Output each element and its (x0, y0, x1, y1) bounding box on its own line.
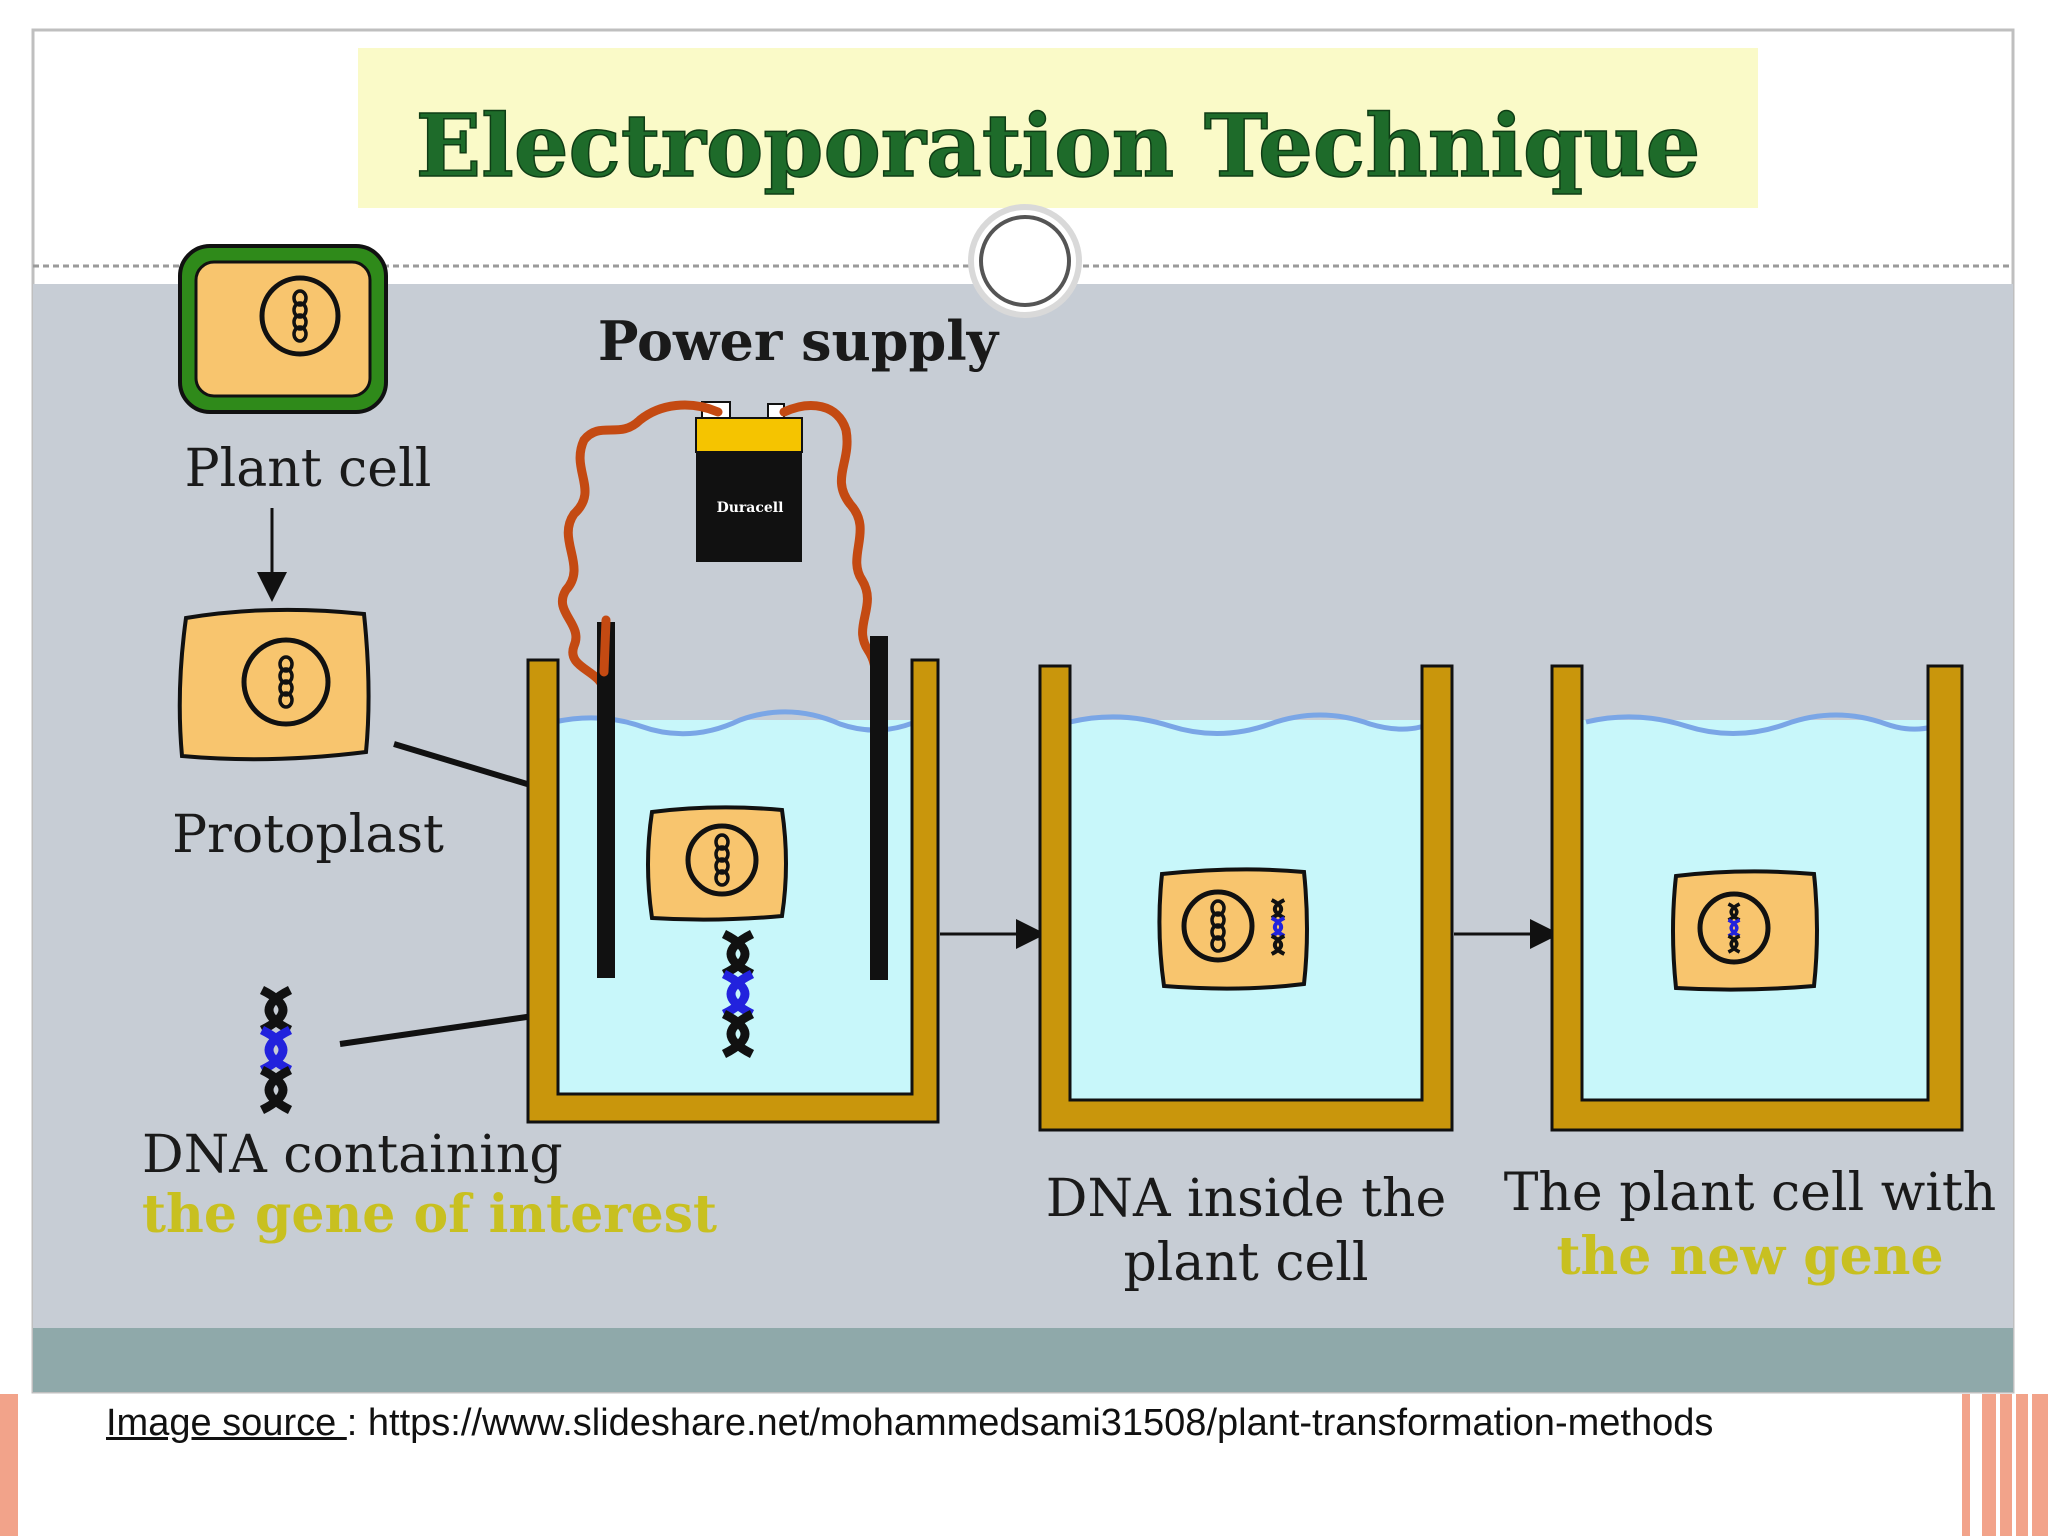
power-supply-label: Power supply (598, 309, 1000, 373)
title-background (358, 48, 1758, 208)
footer-left-accent (0, 1394, 18, 1536)
footer-right-accent (1962, 1394, 1970, 1536)
footer-stripe (1996, 1394, 2000, 1536)
slide-title: Electroporation Technique (416, 96, 1701, 197)
protoplast-label: Protoplast (172, 805, 444, 865)
electroporation-chamber (526, 615, 940, 1124)
nucleus (1697, 891, 1771, 965)
ornament-ring (979, 215, 1071, 307)
new-gene-label-line2: the new gene (1556, 1226, 1943, 1287)
image-source-url[interactable]: https://www.slideshare.net/mohammedsami3… (367, 1402, 1714, 1444)
plant-cell-label: Plant cell (185, 439, 432, 499)
positive-wire (779, 401, 883, 699)
image-source-label: Image source (106, 1402, 347, 1444)
footer-stripe (2012, 1394, 2016, 1536)
plant-cell-illustration (178, 244, 388, 414)
panel-bottom-band (33, 1328, 2013, 1392)
battery-icon: Duracell (695, 401, 803, 562)
chamber-new-gene (1550, 664, 1964, 1132)
image-source-caption: Image source : https://www.slideshare.ne… (106, 1402, 1713, 1445)
chamber-dna-inside (1038, 664, 1454, 1132)
image-source-separator: : (346, 1402, 368, 1444)
new-gene-label-line1: The plant cell with (1504, 1163, 1997, 1223)
positive-electrode (870, 636, 888, 980)
protoplast-illustration (177, 607, 371, 762)
negative-wire (557, 400, 723, 695)
dna-inside-label-line1: DNA inside the (1046, 1169, 1446, 1229)
dna-inside-label-line2: plant cell (1124, 1233, 1369, 1293)
footer-stripe (2028, 1394, 2032, 1536)
dna-label-line2: the gene of interest (142, 1184, 717, 1245)
dna-label-line1: DNA containing (142, 1125, 563, 1185)
battery-brand: Duracell (717, 500, 784, 516)
negative-electrode (597, 622, 615, 978)
